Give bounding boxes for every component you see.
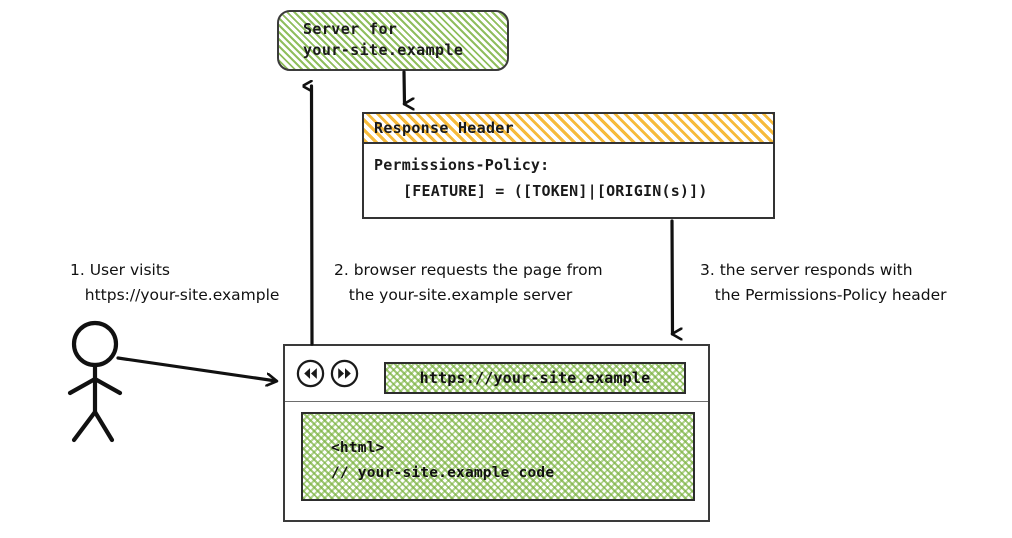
server-to-response-header-arrow [402,70,405,104]
annotation-1-line2: https://your-site.example [70,286,280,304]
annotation-3: 3. the server responds with the Permissi… [700,258,947,308]
response-header-card: Response Header Permissions-Policy: [FEA… [362,112,775,219]
response-header-to-browser-arrow [670,219,673,334]
server-node [277,10,509,71]
url-address-bar[interactable]: https://your-site.example [384,362,686,394]
annotation-1: 1. User visits https://your-site.example [70,258,279,308]
permissions-policy-key: Permissions-Policy: [374,156,550,174]
user-to-browser-arrow [116,356,276,381]
page-code-line-1: <html> [331,440,385,456]
server-node-label: Server for your-site.example [303,19,523,61]
annotation-3-line2: the Permissions-Policy header [700,286,947,304]
response-header-title-bar [364,114,773,144]
annotation-2-line2: the your-site.example server [334,286,573,304]
rewind-circle-icon[interactable] [295,358,326,389]
url-text: https://your-site.example [419,369,651,387]
response-header-title: Response Header [374,119,514,137]
browser-viewport: <html> // your-site.example code [301,412,695,501]
page-code-line-2: // your-site.example code [331,465,555,481]
annotation-2-line1: 2. browser requests the page from [334,261,603,279]
browser-toolbar [285,346,708,402]
response-header-body: Permissions-Policy: [FEATURE] = ([TOKEN]… [374,152,767,204]
server-label-line2: your-site.example [303,41,464,59]
annotation-1-line1: 1. User visits [70,261,170,279]
browser-to-server-arrow [312,86,314,346]
permissions-policy-value: [FEATURE] = ([TOKEN]|[ORIGIN(s)]) [403,182,708,200]
server-label-line1: Server for [303,20,398,38]
annotation-2: 2. browser requests the page from the yo… [334,258,603,308]
stick-figure-user-icon [67,320,123,443]
fast-forward-circle-icon[interactable] [329,358,360,389]
annotation-3-line1: 3. the server responds with [700,261,913,279]
browser-window: https://your-site.example <html> // your… [283,344,710,522]
browser-nav-buttons [295,358,360,389]
